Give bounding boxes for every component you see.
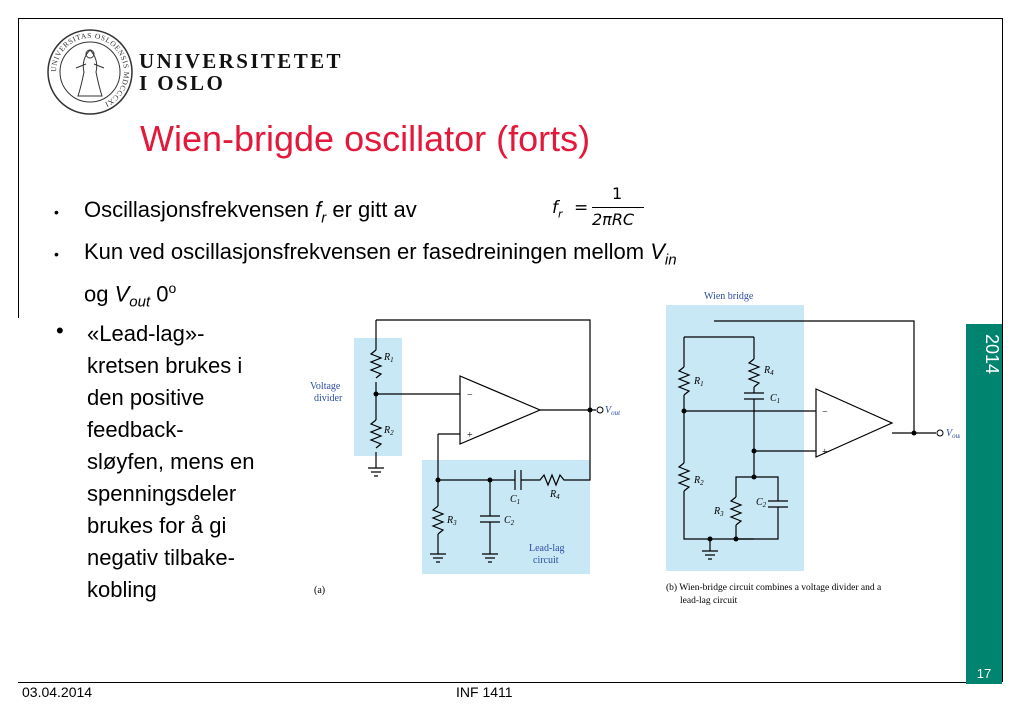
- figure-b-caption-2: lead-lag circuit: [680, 596, 738, 606]
- voltage-divider-label-1: Voltage: [310, 381, 341, 392]
- bullet-3-line: «Lead-lag»-: [87, 321, 205, 346]
- voltage-divider-label-2: divider: [314, 393, 343, 404]
- side-bar: [966, 324, 1002, 682]
- bullet-3-line: den positive: [87, 385, 205, 410]
- university-name-line1: UNIVERSITETET: [139, 49, 343, 73]
- frame-bottom-line: [18, 682, 1002, 683]
- svg-text:UNIVERSITAS OSLOENSIS MDCCCXI: UNIVERSITAS OSLOENSIS MDCCCXI: [49, 31, 131, 109]
- bullet-2-sub2: out: [129, 294, 151, 312]
- university-seal-logo: UNIVERSITAS OSLOENSIS MDCCCXI: [47, 29, 133, 115]
- voltage-divider-box: [354, 338, 402, 456]
- bullet-1-suffix: er gitt av: [326, 197, 417, 222]
- vout-label-a: Vout: [605, 405, 621, 417]
- figure-a-label: (a): [314, 585, 325, 596]
- slide-title: Wien-brigde oscillator (forts): [140, 118, 591, 159]
- bullet-3-line: kretsen brukes i: [87, 353, 243, 378]
- bullet-3-line: kobling: [87, 577, 157, 602]
- bullet-2-var1: V: [650, 239, 665, 264]
- year-label: 2014: [982, 334, 1002, 375]
- opamp-plus-label: +: [467, 430, 473, 441]
- bullet-2-text: Kun ved oscillasjonsfrekvensen er fasedr…: [84, 239, 651, 264]
- bullet-2-var2: V: [114, 281, 130, 307]
- bullet-3: «Lead-lag»- kretsen brukes i den positiv…: [87, 318, 255, 606]
- footer-date: 03.04.2014: [22, 684, 93, 700]
- b-c1-label: C1: [770, 393, 780, 405]
- frame-left-line: [18, 18, 19, 318]
- bullet-1-prefix: Oscillasjonsfrekvensen: [84, 197, 316, 222]
- frame-right-line: [1002, 18, 1003, 682]
- bullet-2-text2: og: [84, 281, 115, 307]
- bullet-3-line: brukes for å gi: [87, 513, 227, 538]
- formula-lhs: fr: [552, 198, 563, 221]
- r3-label: R3: [446, 515, 457, 527]
- formula-eq: =: [574, 198, 589, 218]
- bullet-3-line: sløyfen, mens en: [87, 449, 255, 474]
- bullet-2-text3: 0: [150, 281, 169, 307]
- c1-label: C1: [510, 494, 520, 506]
- b-r2-label: R2: [693, 475, 704, 487]
- university-name: UNIVERSITETET I OSLO: [139, 50, 343, 94]
- b-r3-label: R3: [713, 506, 724, 518]
- bullet-1-sub: r: [321, 209, 327, 227]
- vout-label-b: Vout: [946, 428, 960, 440]
- bullet-dot-1: •: [54, 204, 59, 220]
- c2-label: C2: [504, 515, 515, 527]
- bullet-2-sup: o: [168, 280, 177, 297]
- page-number: 17: [966, 664, 1002, 684]
- bullet-3-line: spenningsdeler: [87, 481, 237, 506]
- b-r1-label: R1: [693, 376, 704, 388]
- bullet-1: Oscillasjonsfrekvensen fr er gitt av: [84, 196, 417, 232]
- bullet-2: Kun ved oscillasjonsfrekvensen er fasedr…: [84, 238, 924, 317]
- seal-text: UNIVERSITAS OSLOENSIS MDCCCXI: [49, 31, 131, 109]
- b-c2-label: C2: [756, 497, 767, 509]
- footer-course: INF 1411: [456, 684, 513, 700]
- bullet-3-line: negativ tilbake-: [87, 545, 235, 570]
- bullet-dot-2: •: [54, 246, 59, 262]
- r4-label: R4: [549, 489, 560, 501]
- b-r4-label: R4: [763, 365, 774, 377]
- b-opamp-minus-label: −: [822, 407, 828, 418]
- wien-bridge-box: [666, 305, 804, 571]
- bullet-3-line: feedback-: [87, 417, 184, 442]
- frame-top-line: [18, 18, 1002, 19]
- bullet-1-var: f: [315, 197, 322, 222]
- circuit-diagram-b: Wien bridge R1 R4: [666, 291, 960, 606]
- opamp-minus-label: −: [467, 390, 473, 401]
- lead-lag-label-2: circuit: [533, 555, 559, 566]
- lead-lag-box: [422, 460, 590, 574]
- formula-fraction-line: [592, 207, 644, 208]
- frequency-formula: fr = 1 2πRC: [552, 184, 652, 234]
- bullet-2-sub1: in: [664, 251, 677, 269]
- lead-lag-label-1: Lead-lag: [529, 543, 565, 554]
- wien-bridge-label: Wien bridge: [704, 291, 754, 302]
- formula-numerator: 1: [612, 184, 623, 203]
- b-opamp-plus-label: +: [822, 447, 828, 458]
- bullet-dot-3: •: [56, 318, 64, 343]
- university-name-line2: I OSLO: [139, 71, 226, 95]
- figure-b-caption-1: (b) Wien-bridge circuit combines a volta…: [666, 582, 882, 593]
- formula-denominator: 2πRC: [592, 210, 635, 229]
- circuit-diagram-a: Voltage divider Lead-lag circuit R1 R2 R…: [310, 319, 621, 596]
- r1-label: R1: [383, 352, 394, 364]
- r2-label: R2: [383, 425, 394, 437]
